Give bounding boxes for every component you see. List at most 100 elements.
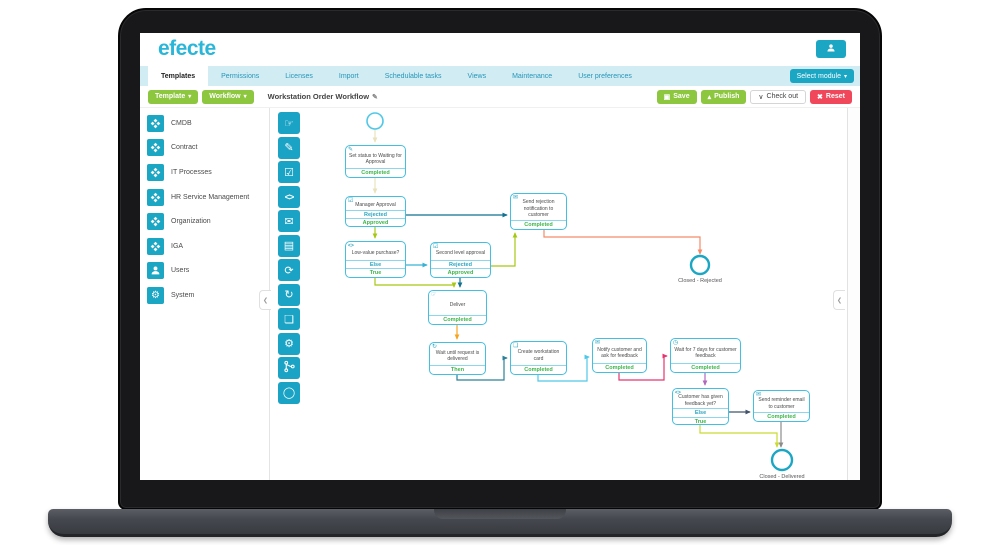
- edge-wait-delivered-create-card[interactable]: [456, 355, 508, 381]
- node-label: Low-value purchase?: [351, 249, 400, 256]
- palette-tool-edit-icon[interactable]: ✎: [278, 136, 300, 159]
- sidebar-item-label: Users: [171, 267, 190, 275]
- palette-tool-schedule-icon[interactable]: ⟳: [278, 259, 300, 281]
- node-port-completed[interactable]: Completed: [511, 220, 566, 229]
- tab-import[interactable]: Import: [338, 72, 359, 80]
- node-port-true[interactable]: True: [346, 268, 405, 277]
- tab-user-preferences[interactable]: User preferences: [578, 72, 632, 80]
- module-icon: [147, 213, 164, 231]
- sidebar-item-it-processes[interactable]: IT Processes: [140, 160, 269, 185]
- node-port-completed[interactable]: Completed: [346, 168, 405, 177]
- node-port-rejected[interactable]: Rejected: [431, 259, 490, 269]
- edit-icon: ✎: [284, 142, 294, 154]
- palette-tool-hand-pointer-icon[interactable]: ☞: [278, 112, 300, 134]
- node-port-then[interactable]: Then: [430, 365, 485, 374]
- clock-icon: ◷: [673, 340, 679, 346]
- node-port-else[interactable]: Else: [346, 259, 405, 269]
- node-label: Send reminder email to customer: [758, 397, 805, 410]
- sidebar-collapse-handle[interactable]: ❮: [259, 290, 271, 310]
- publish-button[interactable]: ▴ Publish: [700, 89, 747, 104]
- tab-maintenance[interactable]: Maintenance: [512, 72, 553, 80]
- approval-icon: ☑: [433, 244, 439, 250]
- sidebar-item-contract[interactable]: Contract: [140, 136, 269, 161]
- palette-tool-note-icon[interactable]: ▤: [278, 234, 300, 257]
- node-port-completed[interactable]: Completed: [671, 363, 740, 372]
- palette-tool-code-icon[interactable]: <>: [278, 185, 300, 208]
- node-port-approved[interactable]: Approved: [346, 218, 405, 227]
- node-send-rejection[interactable]: ✉Send rejection notification to customer…: [510, 193, 567, 230]
- email-icon: ✉: [284, 215, 294, 228]
- connector-icon: [283, 360, 296, 376]
- edge-low-value-deliver[interactable]: [374, 278, 457, 288]
- end-node-closed-rejected[interactable]: [689, 254, 711, 276]
- node-port-else[interactable]: Else: [673, 408, 728, 417]
- check-out-button[interactable]: ∨ Check out: [750, 89, 807, 104]
- tab-licenses[interactable]: Licenses: [285, 72, 313, 80]
- end-node-label-closed-rejected: Closed - Rejected: [678, 278, 722, 284]
- edge-send-rejection-closed-rejected[interactable]: [543, 230, 703, 255]
- palette-tool-wait-icon[interactable]: ↻: [278, 283, 300, 306]
- node-port-true[interactable]: True: [673, 416, 728, 426]
- edge-create-card-notify-customer[interactable]: [537, 354, 590, 382]
- right-panel-collapse-handle[interactable]: ❮: [833, 290, 845, 310]
- start-node[interactable]: [366, 112, 384, 130]
- tab-templates[interactable]: Templates: [148, 66, 209, 86]
- template-dropdown-button[interactable]: Template ▾: [148, 89, 199, 104]
- sidebar-item-system[interactable]: ⚙System: [140, 283, 269, 308]
- node-label: Deliver: [449, 301, 466, 308]
- reset-button[interactable]: ✖ Reset: [810, 89, 852, 104]
- tab-permissions[interactable]: Permissions: [221, 72, 260, 80]
- node-label: Second level approval: [435, 250, 486, 257]
- edge-second-level-send-rejection[interactable]: [491, 232, 518, 267]
- workflow-title-text: Workstation Order Workflow: [267, 92, 370, 101]
- edge-notify-customer-wait-7-days[interactable]: [618, 353, 668, 381]
- publish-up-icon: ▴: [707, 93, 712, 101]
- sidebar-item-hr-service-management[interactable]: HR Service Management: [140, 185, 269, 210]
- node-port-approved[interactable]: Approved: [431, 268, 490, 277]
- node-port-completed[interactable]: Completed: [593, 363, 646, 372]
- workflow-toolbar: Template ▾ Workflow ▾ Workstation Order …: [140, 86, 860, 108]
- save-button[interactable]: ▣ Save: [656, 89, 697, 104]
- palette-tool-settings-icon[interactable]: ⚙: [278, 332, 300, 355]
- select-module-button[interactable]: Select module ▾: [789, 69, 854, 83]
- workflow-dropdown-button[interactable]: Workflow ▾: [202, 89, 254, 104]
- efecte-logo: efecte: [158, 37, 216, 60]
- palette-tool-approval-icon[interactable]: ☑: [278, 161, 300, 183]
- wait-icon: ↻: [432, 344, 438, 350]
- sidebar-item-label: Organization: [171, 218, 211, 226]
- palette-tool-end-node-icon[interactable]: ◯: [278, 381, 300, 404]
- tab-schedulable-tasks[interactable]: Schedulable tasks: [384, 72, 442, 80]
- palette-tool-connector-icon[interactable]: [278, 357, 300, 379]
- module-icon: [147, 114, 164, 132]
- end-node-closed-delivered[interactable]: [770, 448, 794, 472]
- edit-title-icon[interactable]: ✎: [372, 93, 378, 101]
- tab-views[interactable]: Views: [467, 72, 487, 80]
- publish-label: Publish: [714, 93, 740, 100]
- sidebar-item-organization[interactable]: Organization: [140, 209, 269, 234]
- node-port-completed[interactable]: Completed: [429, 315, 486, 324]
- palette-tool-copy-icon[interactable]: ❏: [278, 308, 300, 330]
- node-port-rejected[interactable]: Rejected: [346, 209, 405, 219]
- edge-feedback-check-closed-delivered[interactable]: [699, 425, 780, 448]
- node-port-completed[interactable]: Completed: [511, 365, 566, 374]
- node-port-completed[interactable]: Completed: [754, 412, 809, 421]
- sidebar-item-users[interactable]: Users: [140, 259, 269, 284]
- sidebar-item-cmdb[interactable]: CMDB: [140, 111, 269, 136]
- sidebar-item-iga[interactable]: IGA: [140, 234, 269, 259]
- palette-tool-email-icon[interactable]: ✉: [278, 210, 300, 232]
- laptop-notch: [434, 509, 566, 519]
- user-account-button[interactable]: [816, 40, 846, 58]
- module-icon: [147, 188, 164, 206]
- schedule-icon: ⟳: [284, 264, 294, 277]
